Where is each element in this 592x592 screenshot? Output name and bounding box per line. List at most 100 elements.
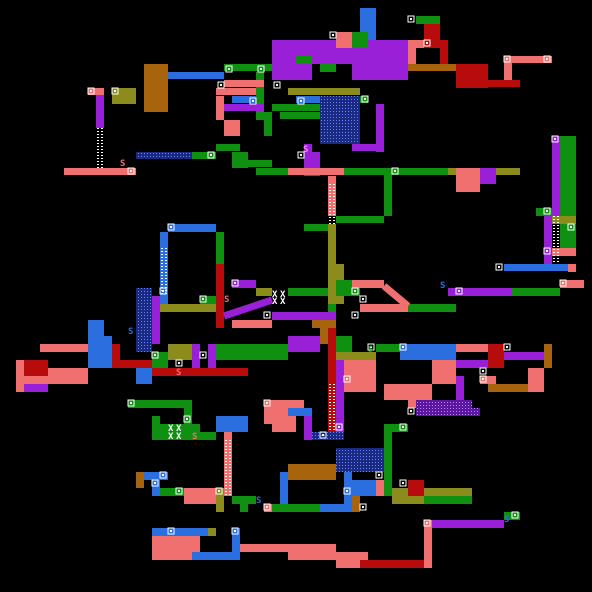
door-icon bbox=[359, 503, 367, 511]
save-marker: S bbox=[440, 281, 445, 291]
door-icon bbox=[319, 431, 327, 439]
corridor-segment bbox=[504, 352, 544, 360]
ladder-rung bbox=[165, 251, 167, 252]
ladder-rung bbox=[101, 152, 103, 153]
marker-layer bbox=[87, 15, 575, 535]
door-icon-dot bbox=[482, 370, 484, 372]
corridor-segment bbox=[336, 336, 352, 352]
corridor-segment bbox=[408, 480, 424, 496]
ladder-rung bbox=[101, 143, 103, 144]
door-icon bbox=[543, 207, 551, 215]
ladder-rung bbox=[229, 467, 231, 468]
ladder-rung bbox=[329, 205, 331, 206]
door-icon bbox=[329, 31, 337, 39]
ladder-rung bbox=[229, 446, 231, 447]
ladder-rung bbox=[97, 155, 99, 156]
ladder-rung bbox=[329, 405, 331, 406]
corridor-segment bbox=[216, 264, 224, 328]
door-icon bbox=[423, 39, 431, 47]
door-icon-dot bbox=[252, 100, 254, 102]
corridor-segment bbox=[312, 152, 320, 176]
save-marker: S bbox=[192, 432, 197, 442]
ladder-rung bbox=[553, 249, 555, 250]
corridor-segment bbox=[216, 88, 256, 95]
corridor-segment bbox=[488, 80, 520, 87]
door-icon-dot bbox=[370, 346, 372, 348]
corridor-segment bbox=[272, 104, 320, 111]
corridor-segment bbox=[424, 24, 432, 48]
ladder-rung bbox=[161, 281, 163, 282]
door-icon bbox=[167, 223, 175, 231]
ladder-rung bbox=[161, 266, 163, 267]
ladder-rung bbox=[333, 399, 335, 400]
corridor-segment bbox=[424, 520, 432, 568]
door-icon-dot bbox=[506, 58, 508, 60]
corridor-segment bbox=[192, 552, 240, 560]
ladder-rung bbox=[161, 260, 163, 261]
door-icon-dot bbox=[426, 522, 428, 524]
ladder-rung bbox=[333, 223, 335, 224]
door-icon-dot bbox=[426, 42, 428, 44]
door-icon-dot bbox=[402, 482, 404, 484]
corridor-segment bbox=[280, 472, 288, 504]
ladder-rung bbox=[557, 216, 559, 217]
treasure-marker: X bbox=[169, 545, 175, 555]
corridor-segment bbox=[136, 152, 192, 159]
corridor-segment bbox=[384, 168, 392, 216]
ladder-rung bbox=[557, 237, 559, 238]
door-icon bbox=[567, 223, 575, 231]
ladder-rung bbox=[229, 449, 231, 450]
door-icon-dot bbox=[300, 100, 302, 102]
ladder-rung bbox=[97, 140, 99, 141]
door-icon-dot bbox=[130, 170, 132, 172]
treasure-marker: X bbox=[272, 297, 278, 307]
ladder-rung bbox=[165, 278, 167, 279]
ladder-rung bbox=[97, 131, 99, 132]
ladder-rung bbox=[165, 263, 167, 264]
save-marker: S bbox=[256, 496, 261, 506]
door-icon-dot bbox=[220, 84, 222, 86]
door-icon-dot bbox=[154, 354, 156, 356]
ladder-rung bbox=[333, 220, 335, 221]
ladder-rung bbox=[225, 452, 227, 453]
ladder-rung bbox=[329, 196, 331, 197]
door-icon-dot bbox=[90, 90, 92, 92]
ladder-rung bbox=[101, 164, 103, 165]
corridor-segment bbox=[560, 136, 576, 256]
door-icon-dot bbox=[402, 426, 404, 428]
corridor-segment bbox=[96, 336, 112, 368]
ladder-rung bbox=[329, 408, 331, 409]
ladder-rung bbox=[557, 225, 559, 226]
ladder-rung bbox=[553, 234, 555, 235]
save-marker: S bbox=[288, 408, 293, 418]
ladder-rung bbox=[333, 393, 335, 394]
ladder-rung bbox=[225, 473, 227, 474]
ladder-rung bbox=[165, 272, 167, 273]
ladder-rung bbox=[165, 284, 167, 285]
door-icon-dot bbox=[162, 474, 164, 476]
ladder-rung bbox=[553, 258, 555, 259]
door-icon bbox=[167, 527, 175, 535]
door-icon bbox=[407, 407, 415, 415]
ladder-rung bbox=[329, 402, 331, 403]
door-icon bbox=[361, 95, 369, 103]
door-icon bbox=[199, 295, 207, 303]
ladder-rung bbox=[225, 491, 227, 492]
ladder-rung bbox=[161, 278, 163, 279]
corridor-segment bbox=[336, 216, 384, 223]
ladder-rung bbox=[333, 408, 335, 409]
corridor-segment bbox=[152, 416, 160, 440]
door-icon-dot bbox=[562, 282, 564, 284]
corridor-segment bbox=[544, 216, 552, 264]
corridor-segment bbox=[280, 112, 320, 119]
door-icon-dot bbox=[234, 530, 236, 532]
corridor-segment bbox=[40, 344, 88, 352]
corridor-segment bbox=[552, 248, 576, 256]
door-icon bbox=[343, 375, 351, 383]
door-icon-dot bbox=[234, 282, 236, 284]
corridor-segment bbox=[224, 120, 240, 136]
door-icon-dot bbox=[354, 314, 356, 316]
ladder-rung bbox=[225, 446, 227, 447]
door-icon bbox=[503, 55, 511, 63]
ladder-rung bbox=[97, 161, 99, 162]
